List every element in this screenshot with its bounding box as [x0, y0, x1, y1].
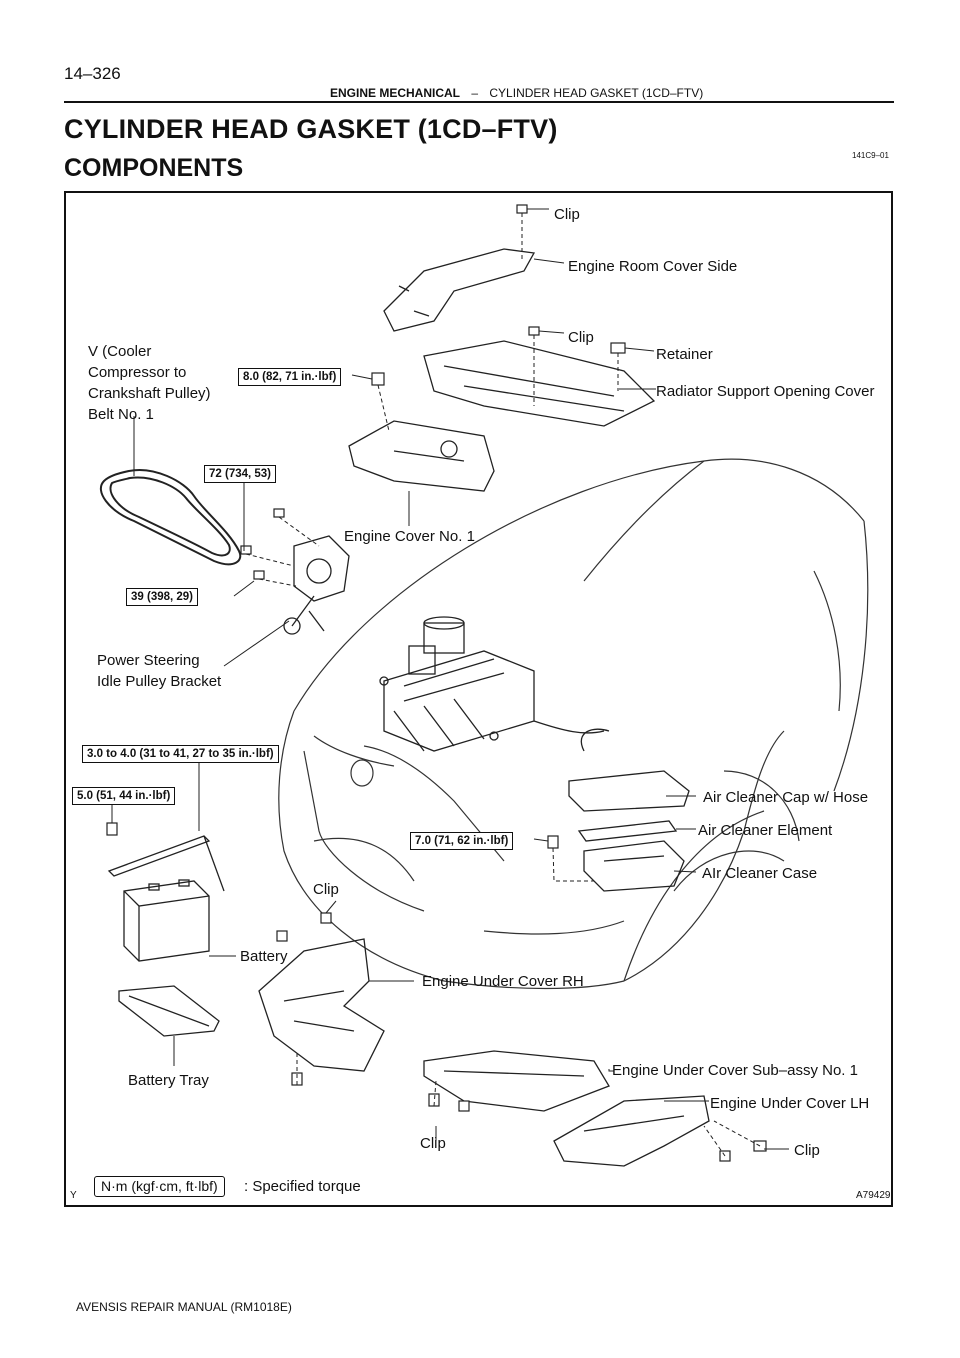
label-engine-under-cover-lh: Engine Under Cover LH — [710, 1095, 870, 1112]
torque-unit-box: N·m (kgf·cm, ft·lbf) — [94, 1176, 225, 1197]
torque-box-engine-cover: 8.0 (82, 71 in.·lbf) — [238, 368, 342, 386]
torque-box-ps-upper: 72 (734, 53) — [204, 465, 277, 483]
leader-lines — [111, 208, 789, 1150]
components-illustration — [99, 204, 869, 1167]
label-engine-room-cover-side: Engine Room Cover Side — [568, 258, 738, 275]
header-section: ENGINE MECHANICAL — [330, 86, 461, 100]
label-clip-bottom-right: Clip — [794, 1142, 820, 1159]
label-clip-bottom-left: Clip — [420, 1135, 446, 1152]
torque-box-battery-bolt: 5.0 (51, 44 in.·lbf) — [72, 787, 176, 805]
fastener-dash-lines — [245, 213, 761, 1157]
torque-box-ps-lower: 39 (398, 29) — [126, 588, 199, 606]
section-subtitle: COMPONENTS — [64, 154, 244, 182]
figure-frame — [64, 191, 893, 1207]
label-ps-bracket-line2: Idle Pulley Bracket — [97, 673, 222, 690]
page-title: CYLINDER HEAD GASKET (1CD–FTV) — [64, 114, 558, 144]
battery-clamp — [107, 835, 225, 892]
engine-cover-no1 — [348, 420, 495, 492]
torque-legend-text: : Specified torque — [244, 1178, 361, 1195]
air-cleaner-assembly — [568, 728, 690, 892]
label-clip-top: Clip — [554, 206, 580, 223]
label-air-cleaner-cap: Air Cleaner Cap w/ Hose — [703, 789, 869, 806]
label-air-cleaner-case: AIr Cleaner Case — [702, 865, 818, 882]
torque-box-battery-clamp: 3.0 to 4.0 (31 to 41, 27 to 35 in.·lbf) — [82, 745, 279, 763]
label-ps-bracket: Power Steering Idle Pulley Bracket — [97, 650, 221, 692]
v-belt — [99, 469, 242, 566]
label-engine-under-cover-sub: Engine Under Cover Sub–assy No. 1 — [612, 1062, 858, 1079]
engine-under-cover-lh — [553, 1095, 710, 1167]
torque-box-air-cleaner: 7.0 (71, 62 in.·lbf) — [410, 832, 514, 850]
label-v-belt-line2: Compressor to — [88, 364, 187, 381]
page-number: 14–326 — [64, 64, 121, 83]
footer-manual-id: AVENSIS REPAIR MANUAL (RM1018E) — [76, 1300, 292, 1314]
label-retainer: Retainer — [656, 346, 713, 363]
label-v-belt-line1: V (Cooler — [88, 343, 152, 360]
figure-id: A79429 — [856, 1190, 891, 1201]
header-separator: – — [471, 86, 479, 100]
doc-code: 141C9–01 — [852, 151, 889, 160]
label-battery-tray: Battery Tray — [128, 1072, 209, 1089]
label-battery: Battery — [240, 948, 288, 965]
header-rule — [64, 101, 894, 103]
power-steering-bracket — [283, 535, 350, 635]
label-ps-bracket-line1: Power Steering — [97, 652, 200, 669]
label-clip-under: Clip — [313, 881, 339, 898]
label-engine-under-cover-rh: Engine Under Cover RH — [422, 973, 584, 990]
label-clip-mid: Clip — [568, 329, 594, 346]
corner-mark: Y — [70, 1190, 77, 1201]
label-v-belt-line3: Crankshaft Pulley) — [88, 385, 211, 402]
car-body-outline — [278, 458, 869, 990]
battery-shape — [123, 879, 210, 962]
engine-under-cover-sub — [423, 1050, 610, 1112]
header-topic: CYLINDER HEAD GASKET (1CD–FTV) — [489, 86, 704, 100]
label-v-belt: V (Cooler Compressor to Crankshaft Pulle… — [88, 341, 211, 425]
radiator-support-cover — [423, 340, 656, 427]
running-header: ENGINE MECHANICAL – CYLINDER HEAD GASKET… — [330, 86, 703, 100]
engine-block — [379, 616, 605, 752]
engine-room-cover-side — [383, 248, 536, 332]
label-radiator-support-opening-cover: Radiator Support Opening Cover — [656, 383, 875, 400]
label-engine-cover-no1: Engine Cover No. 1 — [344, 528, 475, 545]
engine-under-cover-rh — [258, 938, 385, 1072]
label-v-belt-line4: Belt No. 1 — [88, 406, 154, 423]
label-air-cleaner-element: Air Cleaner Element — [698, 822, 833, 839]
battery-tray-shape — [118, 985, 220, 1037]
